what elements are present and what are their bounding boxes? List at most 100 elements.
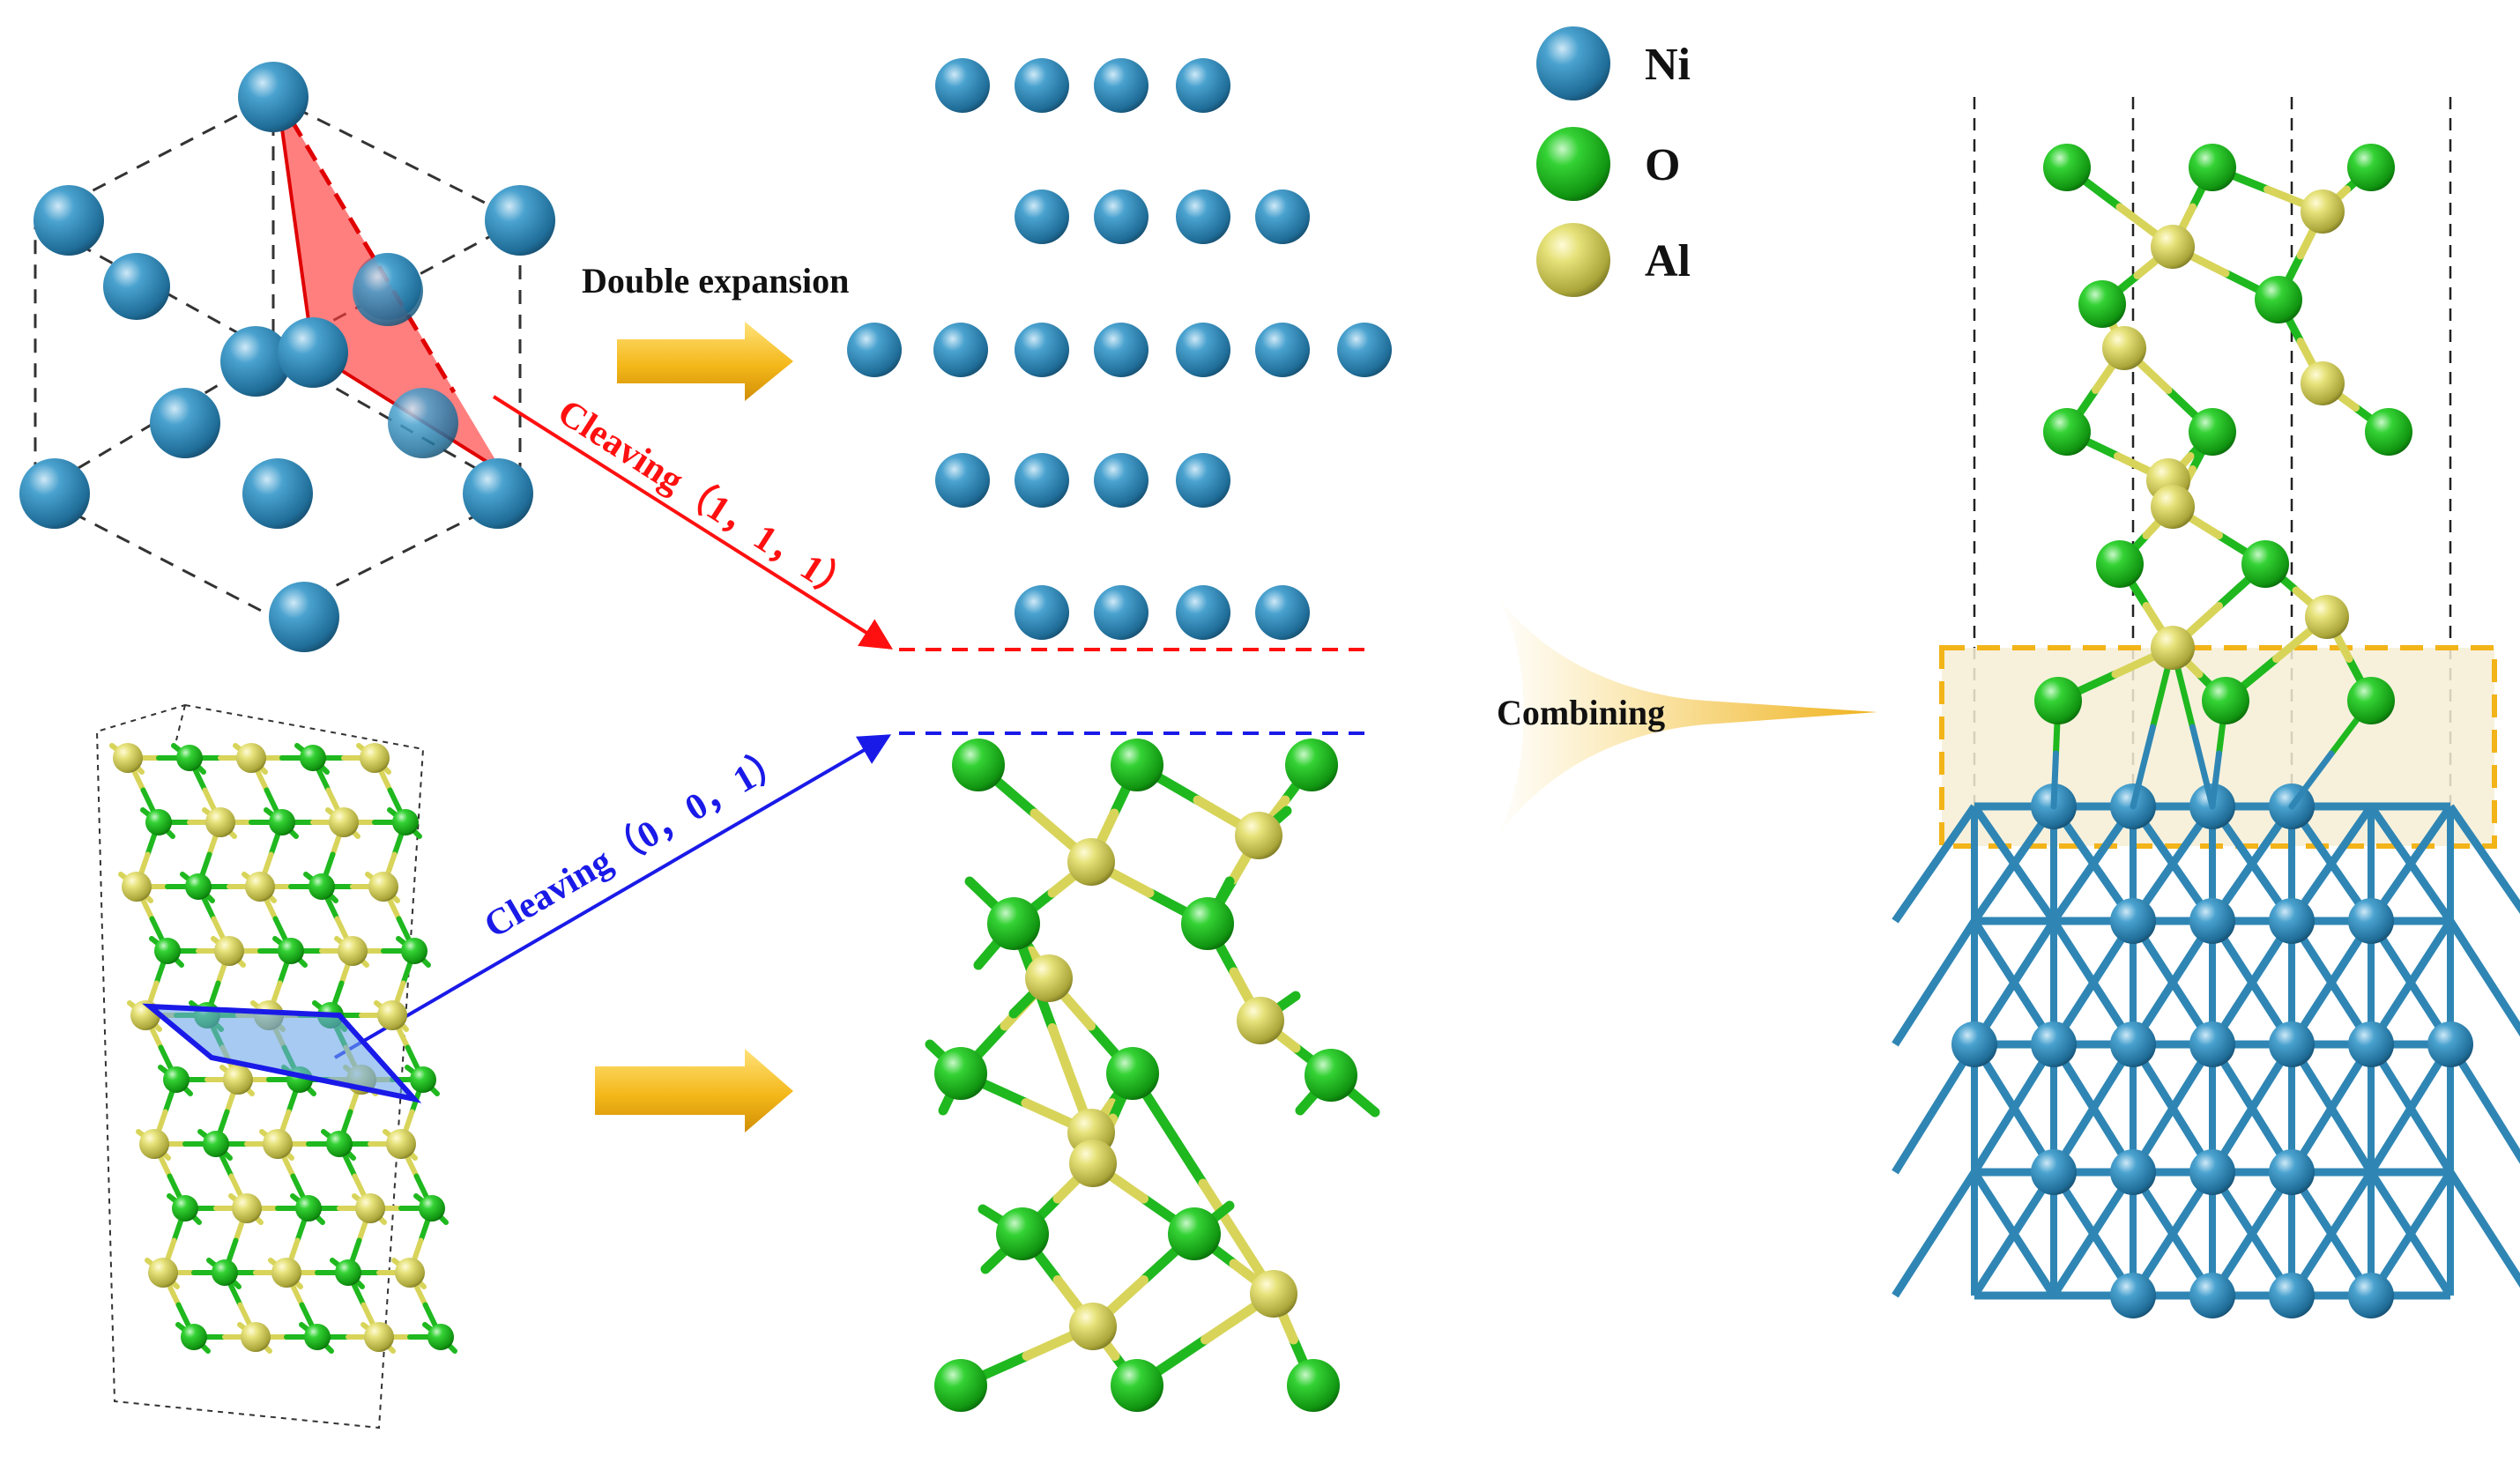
o-atom — [934, 1359, 987, 1412]
o-atom — [2241, 540, 2289, 588]
ni-atom — [1015, 58, 1069, 113]
o-atom — [2043, 144, 2091, 191]
o-atom — [2365, 408, 2412, 456]
al-atom — [377, 1000, 407, 1030]
ni-unit-cell — [19, 62, 555, 652]
o-atom — [2347, 144, 2395, 191]
al-atom — [223, 1065, 253, 1095]
o-atom — [269, 809, 295, 835]
o-atom — [987, 897, 1040, 950]
o-atom — [419, 1195, 445, 1222]
interface-model — [1892, 97, 2520, 1318]
ni-atom — [1951, 1021, 1997, 1067]
o-atom — [410, 1066, 436, 1093]
o-atom — [392, 809, 419, 835]
o-atom — [1287, 1359, 1340, 1412]
al-atom — [2301, 361, 2345, 405]
o-atom — [212, 1259, 238, 1286]
o-atom — [2255, 276, 2302, 323]
al-atom — [113, 743, 143, 773]
ni-atom — [1176, 58, 1230, 113]
ni-atom — [2189, 1021, 2235, 1067]
o-atom — [952, 739, 1005, 791]
ni-atom — [1015, 453, 1069, 508]
ni-atom — [1094, 453, 1148, 508]
cleave-plane-001 — [142, 1003, 422, 1103]
o-atom — [326, 1131, 353, 1157]
cleave-111-label: Cleaving（1，1，1） — [551, 391, 863, 612]
ni-atom — [1094, 323, 1148, 377]
al-atom — [338, 936, 368, 966]
al-atom — [205, 807, 235, 837]
o-atom — [185, 873, 212, 900]
ni-atom — [2189, 898, 2235, 944]
ni-atom — [1337, 323, 1392, 377]
o-atom — [1111, 1359, 1163, 1412]
al-atom — [2151, 626, 2195, 670]
combining-arrow: Combining — [1494, 592, 1877, 842]
ni-atom — [1015, 189, 1069, 244]
o-atom — [295, 1195, 322, 1222]
ni-atom — [1015, 323, 1069, 377]
al-atom — [1237, 997, 1284, 1044]
al-atom — [214, 936, 244, 966]
ni-atom — [1255, 189, 1310, 244]
ni-atom — [935, 453, 990, 508]
cleave-001-label: Cleaving（0，0，1） — [477, 738, 794, 947]
o-atom — [2034, 677, 2082, 724]
al2o3-unit-cell — [95, 703, 457, 1430]
ni-atom — [2269, 1021, 2315, 1067]
al-atom — [1025, 954, 1073, 1002]
ni-atom — [2348, 1021, 2394, 1067]
ni-atom — [2189, 1273, 2235, 1318]
al-atom — [236, 743, 266, 773]
o-atom — [996, 1207, 1049, 1260]
ni-atom — [1255, 323, 1310, 377]
o-atom — [308, 873, 335, 900]
ni-legend-label: Ni — [1645, 40, 1691, 90]
ni-atom — [2189, 1149, 2235, 1195]
ni-atom — [2269, 898, 2315, 944]
ni-atom — [2348, 1273, 2394, 1318]
o-legend-label: O — [1645, 140, 1680, 190]
ni-legend-swatch — [1536, 26, 1610, 100]
o-atom — [203, 1131, 229, 1157]
al-atom — [1067, 838, 1115, 886]
ni-atom — [1176, 453, 1230, 508]
ni-atom — [2110, 898, 2156, 944]
o-atom — [2096, 540, 2144, 588]
al-atom — [245, 872, 275, 902]
o-atom — [278, 938, 304, 964]
al-legend-label: Al — [1645, 236, 1691, 286]
ni-atom — [1176, 323, 1230, 377]
o-atom — [163, 1066, 190, 1093]
o-atom — [172, 1195, 198, 1222]
al-atom — [148, 1258, 178, 1288]
o-atom — [1168, 1207, 1221, 1260]
o-legend-swatch — [1536, 127, 1610, 201]
ni-atom — [847, 323, 902, 377]
o-atom — [427, 1324, 454, 1350]
ni-atom — [2110, 1021, 2156, 1067]
al-atom — [2151, 225, 2195, 269]
al-legend-swatch — [1536, 223, 1610, 297]
al2o3-slab — [925, 739, 1380, 1412]
ni-atom — [1094, 585, 1148, 640]
ni-atom — [1176, 585, 1230, 640]
o-atom — [300, 745, 326, 771]
ni-atom — [1176, 189, 1230, 244]
o-atom — [2043, 408, 2091, 456]
al-atom — [395, 1258, 425, 1288]
al-atom — [139, 1129, 169, 1159]
al-atom — [355, 1193, 385, 1223]
ni-atom — [2427, 1021, 2473, 1067]
expansion-arrow — [617, 322, 793, 401]
ni-atom — [2110, 1273, 2156, 1318]
ni-atom — [1255, 585, 1310, 640]
o-atom — [1111, 739, 1163, 791]
ni-atom — [1094, 58, 1148, 113]
al-atom — [241, 1322, 271, 1352]
legend: Ni O Al — [1536, 26, 1691, 297]
al-atom — [1235, 812, 1282, 859]
